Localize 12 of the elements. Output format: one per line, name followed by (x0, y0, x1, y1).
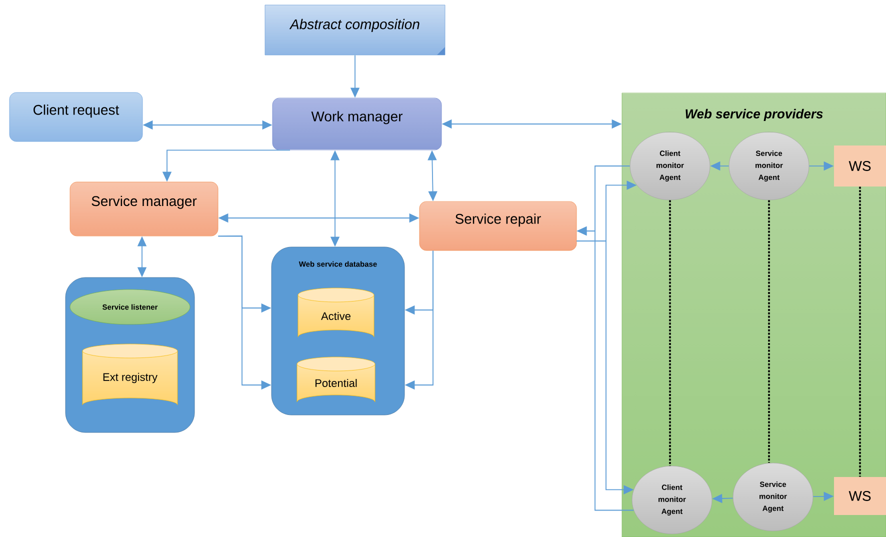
dotted-line (859, 186, 861, 477)
dotted-line (669, 200, 671, 466)
process-box: Work manager (272, 98, 442, 150)
database-cylinder: Ext registry (82, 344, 178, 406)
note-box: Abstract composition (264, 4, 446, 56)
database-cylinder: Potential (296, 356, 376, 402)
process-box: Service manager (70, 182, 218, 236)
service-box: WS (834, 477, 886, 515)
dotted-line (768, 200, 770, 463)
process-box: Client request (9, 92, 143, 142)
process-box: Service repair (419, 201, 577, 251)
service-box: WS (834, 146, 886, 186)
